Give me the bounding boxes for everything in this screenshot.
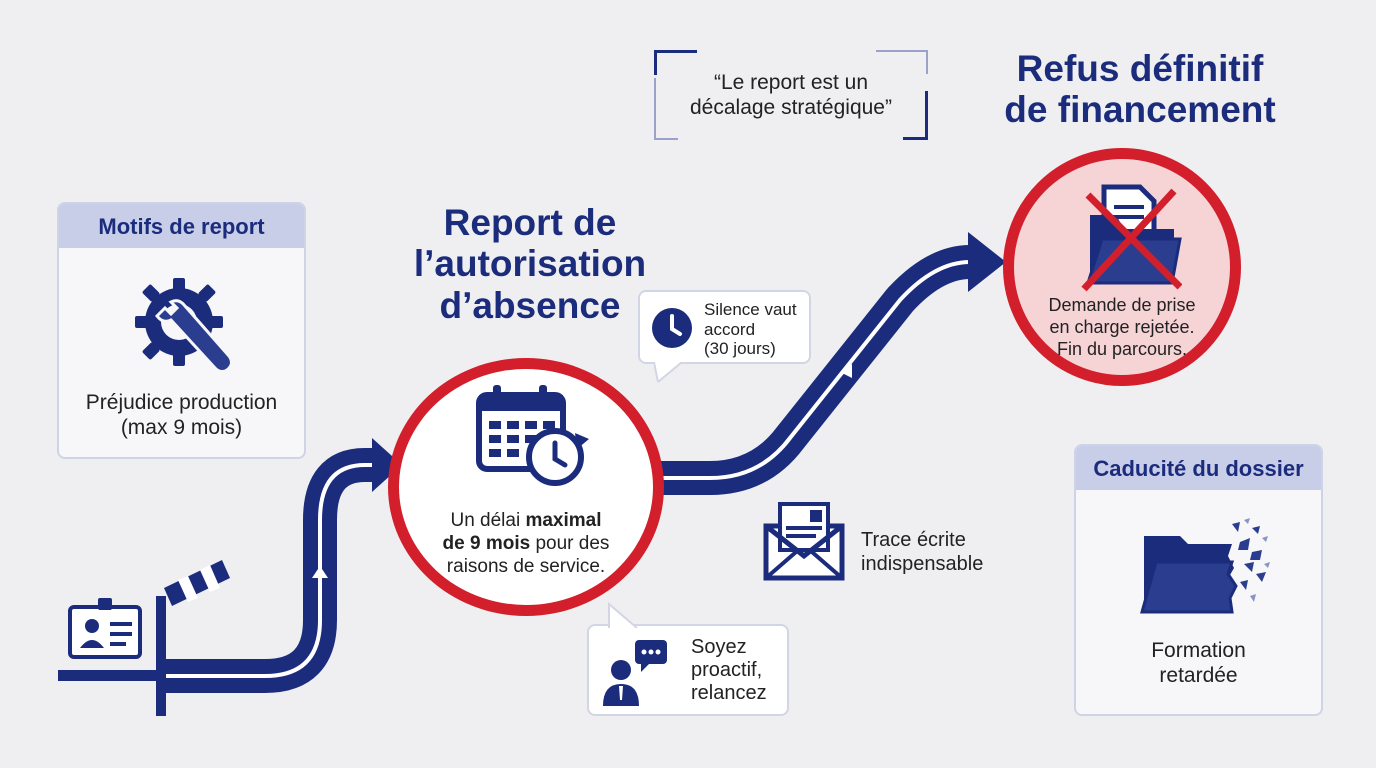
refus-title: Refus définitif de financement xyxy=(1004,48,1276,131)
caducite-text-2: retardée xyxy=(1159,664,1238,688)
bubble-tail xyxy=(654,362,683,383)
person-chat-icon xyxy=(603,640,667,706)
report-title: Report de l’autorisation d’absence xyxy=(413,202,647,326)
motifs-card: Motifs de report Préjudice production (m… xyxy=(57,202,306,459)
silence-line-2: accord xyxy=(704,319,756,339)
proactif-line-1: Soyez xyxy=(691,636,747,658)
quote-line-2: décalage stratégique” xyxy=(690,96,892,120)
rejected-folder-icon xyxy=(1081,184,1182,292)
barrier-icon xyxy=(156,560,230,716)
proactif-bubble: Soyez proactif, relancez xyxy=(587,602,789,716)
report-line2-bold: de 9 mois xyxy=(442,533,531,555)
proactif-line-3: relancez xyxy=(691,682,767,704)
report-circle: Un délai maximal de 9 mois pour des rais… xyxy=(388,358,664,616)
silence-line-1: Silence vaut xyxy=(704,300,797,319)
report-line1-bold: maximal xyxy=(525,510,602,531)
report-line2-post: pour des xyxy=(530,533,610,555)
silence-line-3: (30 jours) xyxy=(704,339,776,359)
motifs-text-2: (max 9 mois) xyxy=(120,416,243,440)
proactif-line-2: proactif, xyxy=(691,659,763,681)
quote-line-1: “Le report est un xyxy=(713,71,869,94)
envelope-icon xyxy=(763,502,845,581)
refus-circle: Demande de prise en charge rejetée. Fin … xyxy=(1003,148,1241,386)
report-line1-pre: Un délai xyxy=(450,510,526,531)
id-badge-icon xyxy=(68,598,142,659)
caducite-card: Caducité du dossier Formation retardée xyxy=(1074,444,1323,716)
refus-text-3: Fin du parcours. xyxy=(1056,338,1188,359)
silence-bubble: Silence vaut accord (30 jours) xyxy=(638,290,811,383)
motifs-text-1: Préjudice production xyxy=(85,391,278,414)
caducite-text-1: Formation xyxy=(1151,639,1246,662)
motifs-header: Motifs de report xyxy=(59,204,304,248)
ground-line xyxy=(58,670,168,681)
report-line-3: raisons de service. xyxy=(446,556,606,578)
quote-frame: “Le report est un décalage stratégique” xyxy=(654,50,928,140)
arrow-head-2 xyxy=(968,232,1006,292)
refus-text-1: Demande de prise xyxy=(1048,295,1196,315)
bubble-tail-up xyxy=(608,602,638,628)
broken-folder-icon xyxy=(1140,518,1270,614)
clock-icon xyxy=(652,308,692,348)
trace-line-1: Trace écrite xyxy=(861,529,966,551)
chevron-up-2 xyxy=(840,364,852,378)
path-lower xyxy=(160,448,382,693)
caducite-header: Caducité du dossier xyxy=(1076,446,1321,490)
arrow-head-1 xyxy=(372,438,402,492)
calendar-clock-icon xyxy=(476,385,589,486)
refus-text-2: en charge rejetée. xyxy=(1049,316,1195,337)
trace-line-2: indispensable xyxy=(861,553,984,575)
gear-wrench-icon xyxy=(135,278,234,374)
chevron-up-1 xyxy=(312,566,328,578)
